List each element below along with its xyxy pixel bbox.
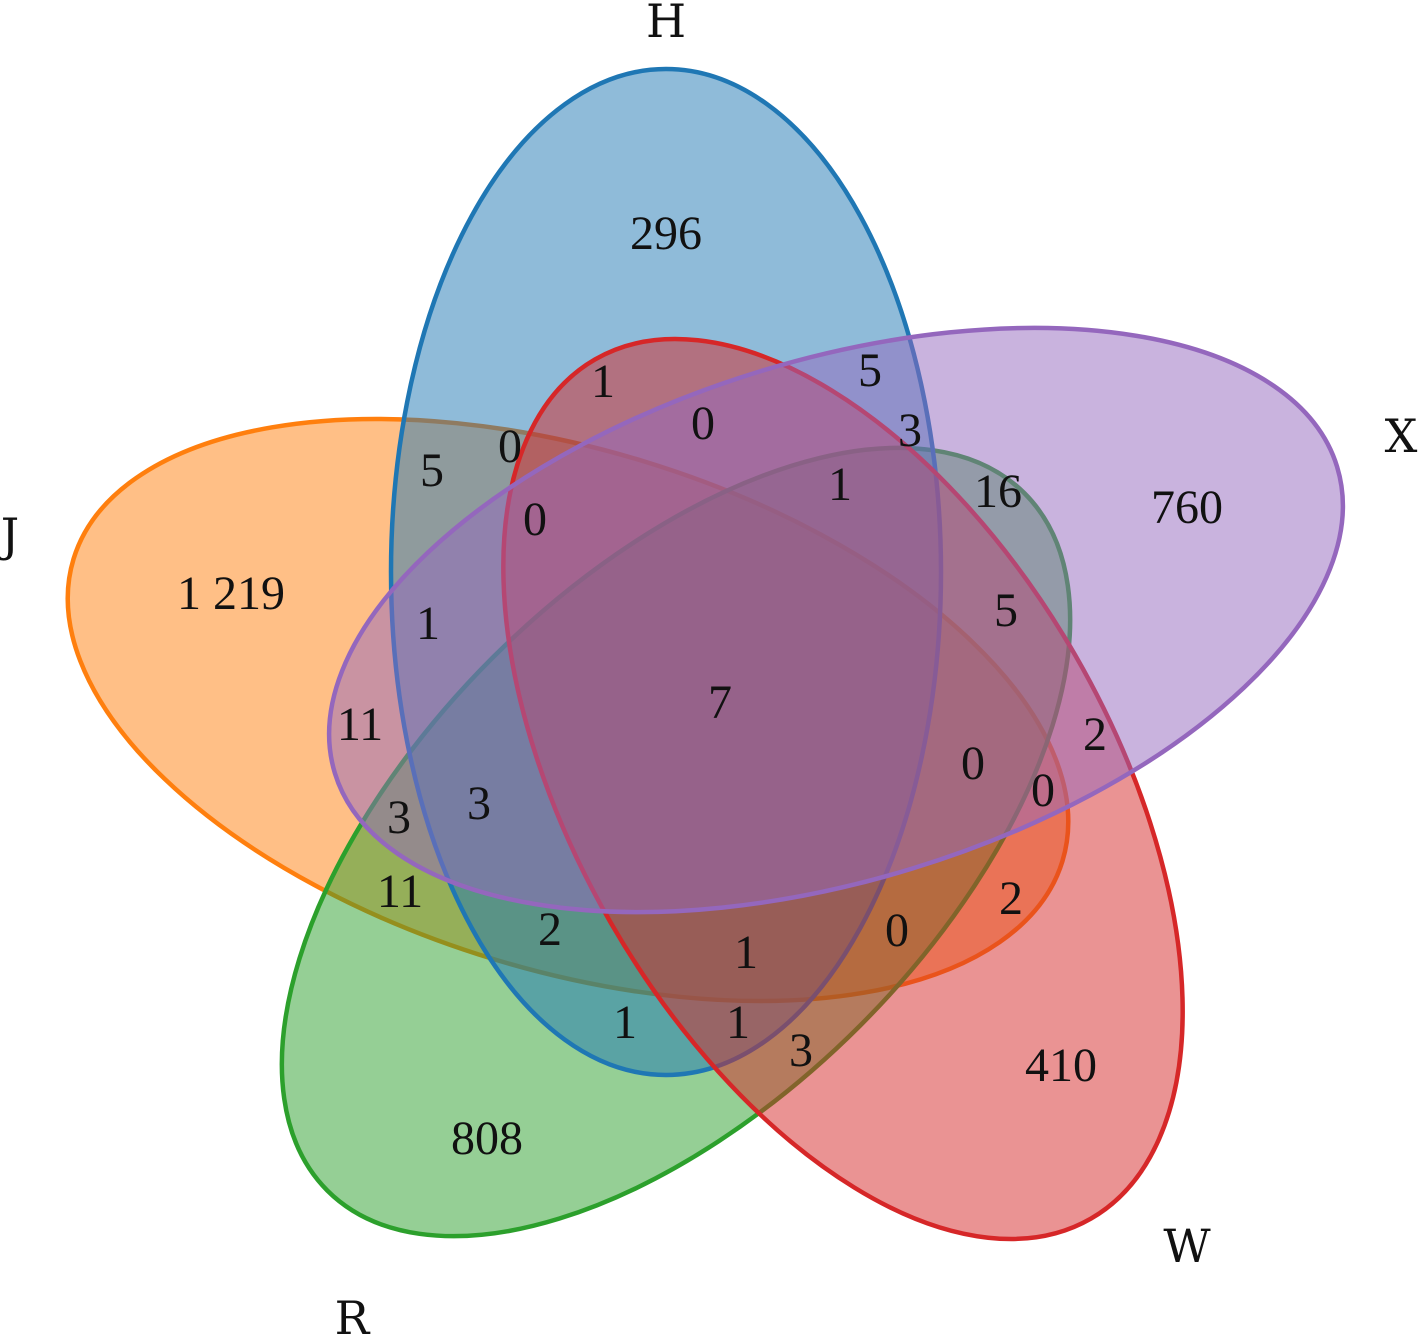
count-region: 0	[691, 397, 715, 450]
count-region: 0	[523, 493, 547, 546]
count-j-only: 1 219	[177, 567, 285, 620]
count-region: 3	[467, 777, 491, 830]
count-region: 5	[858, 344, 882, 397]
count-region: 0	[885, 904, 909, 957]
set-label-w: W	[1163, 1219, 1211, 1273]
count-h-only: 296	[630, 207, 702, 260]
count-all: 7	[708, 676, 732, 729]
count-region: 5	[420, 444, 444, 497]
count-region: 3	[789, 1024, 813, 1077]
set-label-j: J	[0, 508, 19, 562]
set-label-x: X	[1385, 409, 1418, 463]
count-region: 11	[337, 698, 383, 751]
count-region: 2	[538, 903, 562, 956]
set-x-ellipse	[326, 325, 1346, 915]
count-region: 0	[1031, 764, 1055, 817]
count-region: 1	[828, 458, 852, 511]
count-region: 1	[416, 597, 440, 650]
set-shapes	[65, 66, 1346, 1242]
count-region: 1	[591, 355, 615, 408]
count-region: 1	[613, 996, 637, 1049]
count-r-only: 808	[451, 1112, 523, 1165]
count-region: 11	[377, 865, 423, 918]
count-region: 2	[999, 872, 1023, 925]
region-counts: 296 760 410 808 1 219 7 1 5 0 3 0 5 1 16…	[177, 207, 1223, 1165]
count-w-only: 410	[1025, 1039, 1097, 1092]
set-label-h: H	[646, 0, 686, 48]
count-x-only: 760	[1151, 481, 1223, 534]
count-region: 3	[387, 791, 411, 844]
count-region: 2	[1083, 708, 1107, 761]
count-region: 16	[974, 465, 1022, 518]
count-region: 0	[961, 737, 985, 790]
count-region: 1	[734, 926, 758, 979]
count-region: 3	[898, 404, 922, 457]
count-region: 5	[994, 584, 1018, 637]
set-label-r: R	[335, 1291, 371, 1338]
count-region: 0	[498, 420, 522, 473]
count-region: 1	[726, 996, 750, 1049]
